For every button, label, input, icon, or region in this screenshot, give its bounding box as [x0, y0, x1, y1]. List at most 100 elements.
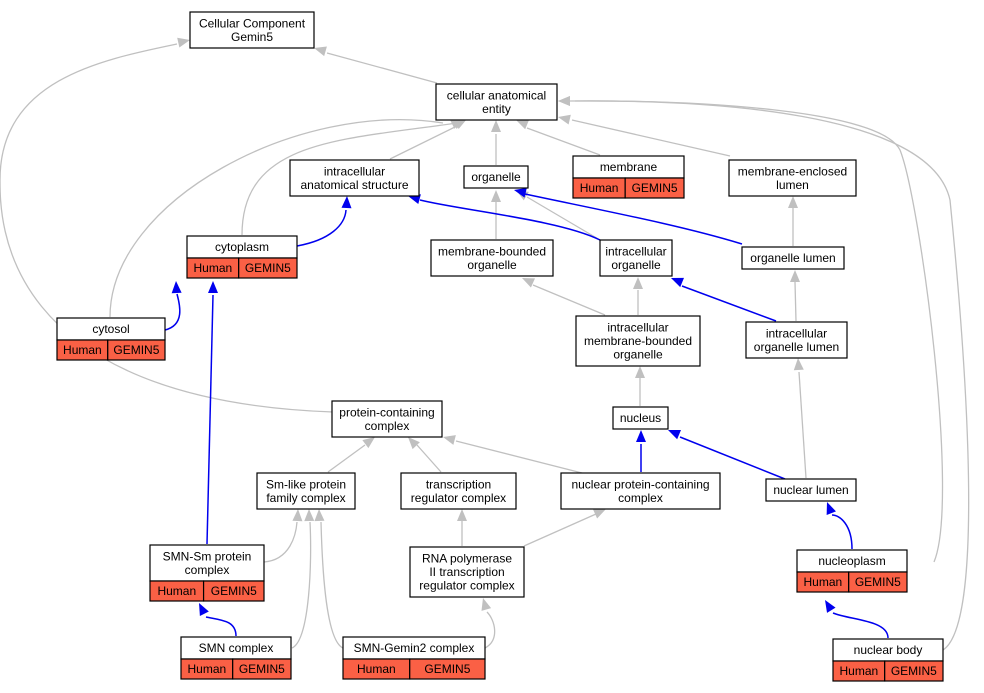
is-a-edge	[633, 277, 643, 315]
gene-label: GEMIN5	[855, 575, 901, 589]
node-box	[575, 315, 701, 367]
arrowhead	[788, 196, 798, 208]
node-label: Gemin5	[231, 30, 273, 44]
node-box	[560, 472, 721, 510]
gene-label: GEMIN5	[211, 584, 257, 598]
is-a-edge	[443, 435, 583, 474]
species-label: Human	[804, 575, 843, 589]
node-box	[612, 406, 669, 430]
node-label: nucleoplasm	[818, 554, 885, 568]
node-label: regulator complex	[411, 491, 506, 505]
arrowhead	[443, 435, 456, 445]
part-of-edge	[826, 502, 853, 550]
is-a-edge	[0, 37, 334, 413]
node-organelle[interactable]: organelle	[463, 165, 529, 189]
arrowhead	[514, 187, 527, 198]
node-box	[599, 239, 673, 277]
node-label: nuclear protein-containing	[571, 477, 709, 491]
node-label: organelle lumen	[754, 340, 839, 354]
is-a-edge	[389, 119, 467, 160]
part-of-edge	[296, 196, 352, 247]
node-label: complex	[618, 491, 663, 505]
species-label: Human	[357, 662, 396, 676]
node-label: lumen	[776, 178, 809, 192]
arrowhead	[292, 509, 303, 522]
part-of-edge	[199, 603, 237, 637]
species-label: Human	[63, 343, 102, 357]
arrowhead	[304, 509, 315, 522]
species-label: Human	[194, 261, 233, 275]
node-label: SMN-Sm protein	[163, 549, 252, 563]
gene-label: GEMIN5	[239, 662, 285, 676]
gene-cell	[884, 660, 944, 682]
arrowhead	[454, 119, 467, 129]
node-label: family complex	[266, 491, 345, 505]
arrowhead	[558, 114, 571, 125]
node-label: Cellular Component	[199, 16, 306, 30]
part-of-edge	[825, 600, 889, 639]
node-box	[728, 159, 857, 197]
node-box	[765, 478, 857, 502]
node-ol[interactable]: organelle lumen	[741, 246, 845, 270]
node-nl[interactable]: nuclear lumen	[765, 478, 857, 502]
is-a-edge	[263, 509, 303, 563]
node-box	[741, 246, 845, 270]
part-of-edge	[206, 281, 218, 545]
node-label: organelle lumen	[750, 251, 835, 265]
node-box	[400, 472, 517, 510]
arrowhead	[593, 509, 606, 519]
species-label: Human	[580, 181, 619, 195]
node-label: II transcription	[429, 565, 504, 579]
gene-cell	[624, 177, 685, 199]
arrowhead	[208, 281, 218, 293]
node-box	[256, 472, 356, 510]
gene-label: GEMIN5	[113, 343, 159, 357]
is-a-edge	[314, 509, 344, 649]
part-of-edge	[408, 194, 601, 241]
gene-cell	[202, 580, 265, 602]
node-label: transcription	[426, 477, 491, 491]
node-label: membrane-bounded	[584, 334, 692, 348]
node-box	[430, 239, 554, 277]
node-label: organelle	[467, 258, 517, 272]
arrowhead	[314, 46, 327, 57]
is-a-edge	[793, 358, 807, 479]
node-nucleus[interactable]: nucleus	[612, 406, 669, 430]
node-box	[331, 400, 443, 438]
gene-label: GEMIN5	[891, 664, 937, 678]
node-box	[435, 83, 558, 121]
node-label: intracellular	[607, 321, 668, 335]
node-label: intracellular	[766, 326, 827, 340]
node-box	[745, 321, 848, 359]
arrowhead	[481, 598, 492, 611]
arrowhead	[790, 270, 800, 282]
node-box	[463, 165, 529, 189]
node-label: entity	[482, 102, 511, 116]
gene-cell	[409, 658, 486, 680]
arrowhead	[635, 366, 645, 378]
node-label: membrane-bounded	[438, 244, 546, 258]
arrowhead	[668, 430, 681, 440]
arrowhead	[457, 509, 467, 521]
